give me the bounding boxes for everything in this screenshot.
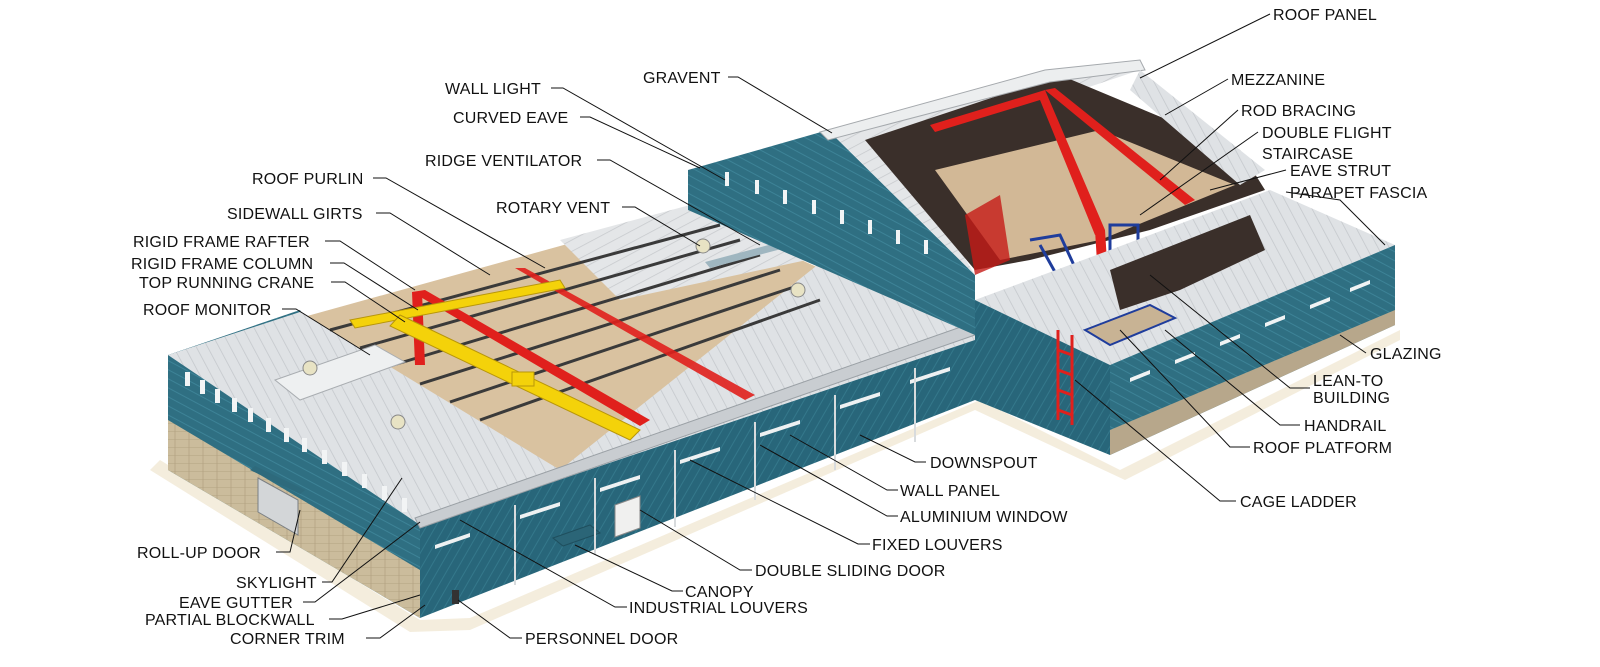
roof-platform <box>1082 303 1178 347</box>
label-wall-light: WALL LIGHT <box>445 81 541 98</box>
label-staircase: STAIRCASE <box>1262 146 1353 163</box>
label-handrail: HANDRAIL <box>1304 418 1387 435</box>
roof-monitor <box>273 344 407 401</box>
label-aluminium-window: ALUMINIUM WINDOW <box>900 509 1068 526</box>
double-sliding-door <box>614 495 641 538</box>
front-sidewall <box>420 335 975 618</box>
callout-labels: ROOF PANEL MEZZANINE ROD BRACING DOUBLE … <box>131 7 1442 648</box>
top-running-crane <box>349 279 641 441</box>
label-rigid-frame-column: RIGID FRAME COLUMN <box>131 256 313 273</box>
label-glazing: GLAZING <box>1370 346 1442 363</box>
label-ridge-ventilator: RIDGE VENTILATOR <box>425 153 582 170</box>
roll-up-door <box>257 477 299 536</box>
lean-to-building <box>975 190 1395 455</box>
roof-front-left <box>168 312 560 525</box>
canopy <box>551 524 602 547</box>
label-double-sliding-door: DOUBLE SLIDING DOOR <box>755 563 946 580</box>
lean-to-roof-cut <box>1110 215 1265 310</box>
rotary-vent <box>695 238 711 254</box>
label-roof-platform: ROOF PLATFORM <box>1253 440 1392 457</box>
label-parapet-fascia: PARAPET FASCIA <box>1290 185 1427 202</box>
downspouts <box>514 368 916 585</box>
label-roof-purlin: ROOF PURLIN <box>252 171 364 188</box>
label-wall-panel: WALL PANEL <box>900 483 1000 500</box>
tall-building <box>688 59 1265 335</box>
gravent <box>819 59 1146 141</box>
label-eave-strut: EAVE STRUT <box>1290 163 1391 180</box>
label-rotary-vent: ROTARY VENT <box>496 200 610 217</box>
roof-front-right <box>440 255 975 520</box>
label-top-running-crane: TOP RUNNING CRANE <box>139 275 314 292</box>
label-lean-to-1: LEAN-TO <box>1313 373 1383 390</box>
lean-to-front-wall <box>975 300 1110 455</box>
lean-to-base <box>1110 310 1395 455</box>
main-building <box>168 205 976 618</box>
label-sidewall-girts: SIDEWALL GIRTS <box>227 206 363 223</box>
tall-endwall <box>688 130 975 335</box>
rotary-vent <box>790 282 806 298</box>
label-curved-eave: CURVED EAVE <box>453 110 568 127</box>
label-canopy: CANOPY <box>685 584 754 601</box>
label-industrial-louvers: INDUSTRIAL LOUVERS <box>629 600 808 617</box>
cage-ladder <box>1056 330 1074 425</box>
tall-roof-left <box>828 70 1140 275</box>
label-eave-gutter: EAVE GUTTER <box>179 595 293 612</box>
label-roof-monitor: ROOF MONITOR <box>143 302 271 319</box>
leader-lines <box>276 13 1386 639</box>
label-personnel-door: PERSONNEL DOOR <box>525 631 678 648</box>
label-fixed-louvers: FIXED LOUVERS <box>872 537 1003 554</box>
label-partial-blockwall: PARTIAL BLOCKWALL <box>145 612 315 629</box>
label-mezzanine: MEZZANINE <box>1231 72 1325 89</box>
label-roof-panel: ROOF PANEL <box>1273 7 1377 24</box>
tall-roof-right <box>1130 70 1265 185</box>
rotary-vent <box>390 414 406 430</box>
roll-up-canopy <box>250 466 305 494</box>
label-lean-to-2: BUILDING <box>1313 390 1390 407</box>
personnel-door <box>452 590 459 604</box>
label-rod-bracing: ROD BRACING <box>1241 103 1356 120</box>
rotary-vent <box>302 360 318 376</box>
label-downspout: DOWNSPOUT <box>930 455 1038 472</box>
label-cage-ladder: CAGE LADDER <box>1240 494 1357 511</box>
label-corner-trim: CORNER TRIM <box>230 631 345 648</box>
ridge-ventilator <box>705 242 785 268</box>
label-rigid-frame-rafter: RIGID FRAME RAFTER <box>133 234 310 251</box>
endwall-windows <box>185 372 407 512</box>
wall-lights <box>725 172 928 254</box>
sidewall-louvers <box>435 367 950 549</box>
label-double-flight: DOUBLE FLIGHT <box>1262 125 1392 142</box>
label-roll-up-door: ROLL-UP DOOR <box>137 545 261 562</box>
label-skylight: SKYLIGHT <box>236 575 317 592</box>
label-gravent: GRAVENT <box>643 70 721 87</box>
